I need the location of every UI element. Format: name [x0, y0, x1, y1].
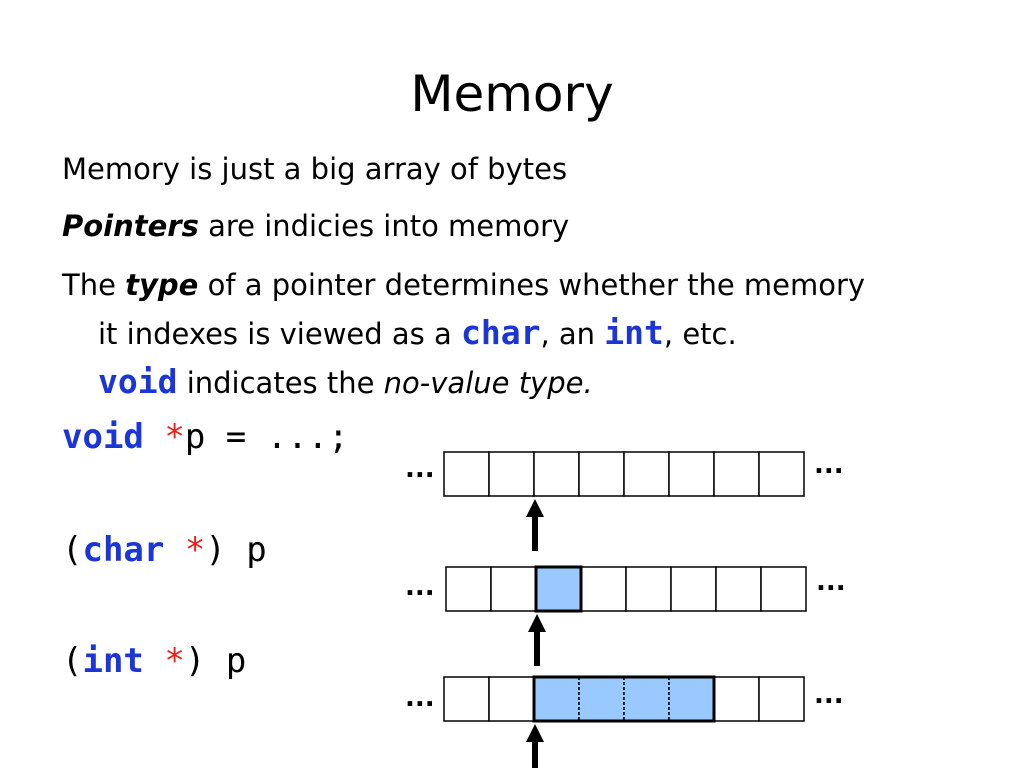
memory-ellipsis-left: ... — [405, 572, 435, 602]
pointer-arrow-shaft — [534, 630, 540, 666]
bullet-text: , etc. — [663, 317, 737, 351]
code-text: ) p — [205, 530, 267, 570]
memory-cell — [623, 676, 670, 722]
code-line-char-cast: (char *) p — [62, 529, 267, 571]
memory-cell — [443, 676, 490, 722]
pointer-arrow-head — [528, 614, 546, 632]
code-keyword: char — [82, 530, 165, 570]
memory-cell — [625, 566, 672, 612]
pointer-arrow-head — [526, 724, 544, 742]
bullet-emphasis: type — [125, 268, 199, 302]
memory-cell — [715, 566, 762, 612]
memory-cell — [713, 451, 760, 497]
memory-ellipsis-right: ... — [816, 567, 846, 597]
code-star: * — [164, 641, 185, 681]
code-keyword: int — [82, 641, 144, 681]
memory-cell — [758, 676, 805, 722]
code-keyword: void — [62, 417, 144, 457]
pointer-arrow-head — [526, 499, 544, 517]
code-text: ( — [62, 641, 83, 681]
memory-cell — [488, 676, 535, 722]
code-star: * — [184, 530, 206, 570]
memory-cell — [578, 676, 625, 722]
keyword-int: int — [604, 313, 664, 352]
memory-ellipsis-right: ... — [814, 450, 844, 480]
code-text: ) p — [184, 641, 247, 681]
code-star: * — [164, 417, 185, 457]
bullet-emphasis: no-value type. — [383, 366, 593, 400]
bullet-pointer-type: The type of a pointer determines whether… — [62, 262, 865, 407]
memory-selection-outline — [534, 565, 583, 613]
bullet-continuation: it indexes is viewed as a char, an int, … — [62, 309, 865, 358]
memory-cell — [713, 676, 760, 722]
memory-cell — [533, 451, 580, 497]
memory-selection-outline — [532, 675, 716, 723]
bullet-text: it indexes is viewed as a — [98, 317, 461, 351]
bullet-text: are indicies into memory — [198, 209, 570, 243]
bullet-text: Memory is just a big array of bytes — [62, 152, 568, 186]
memory-ellipsis-left: ... — [405, 683, 435, 713]
memory-cell — [443, 451, 490, 497]
bullet-text: indicates the — [177, 366, 384, 400]
memory-cell — [488, 451, 535, 497]
memory-ellipsis-right: ... — [814, 680, 844, 710]
pointer-arrow-shaft — [532, 515, 538, 551]
memory-cell — [533, 676, 580, 722]
memory-cell — [580, 566, 627, 612]
bullet-text: The — [62, 268, 126, 302]
memory-cell — [445, 566, 492, 612]
code-line-int-cast: (int *) p — [62, 640, 246, 682]
bullet-text: of a pointer determines whether the memo… — [198, 268, 866, 302]
bullet-pointers: Pointers are indicies into memory — [62, 203, 569, 250]
memory-cell — [668, 676, 715, 722]
memory-cell — [668, 451, 715, 497]
slide-title: Memory — [410, 65, 614, 123]
memory-cell — [490, 566, 537, 612]
bullet-memory-array: Memory is just a big array of bytes — [62, 146, 567, 193]
memory-cell — [760, 566, 807, 612]
memory-cell — [758, 451, 805, 497]
memory-cell — [670, 566, 717, 612]
memory-ellipsis-left: ... — [405, 454, 435, 484]
keyword-void: void — [98, 362, 178, 401]
memory-cell — [623, 451, 670, 497]
memory-cell — [535, 566, 582, 612]
keyword-char: char — [460, 313, 541, 352]
pointer-arrow-shaft — [532, 740, 538, 768]
bullet-continuation: void indicates the no-value type. — [62, 358, 865, 407]
code-line-void-pointer: void *p = ...; — [62, 416, 349, 458]
bullet-emphasis: Pointers — [62, 209, 199, 243]
code-text: ( — [62, 530, 83, 570]
memory-cell — [578, 451, 625, 497]
code-text: p = ...; — [184, 417, 349, 457]
bullet-text: , an — [540, 317, 605, 351]
